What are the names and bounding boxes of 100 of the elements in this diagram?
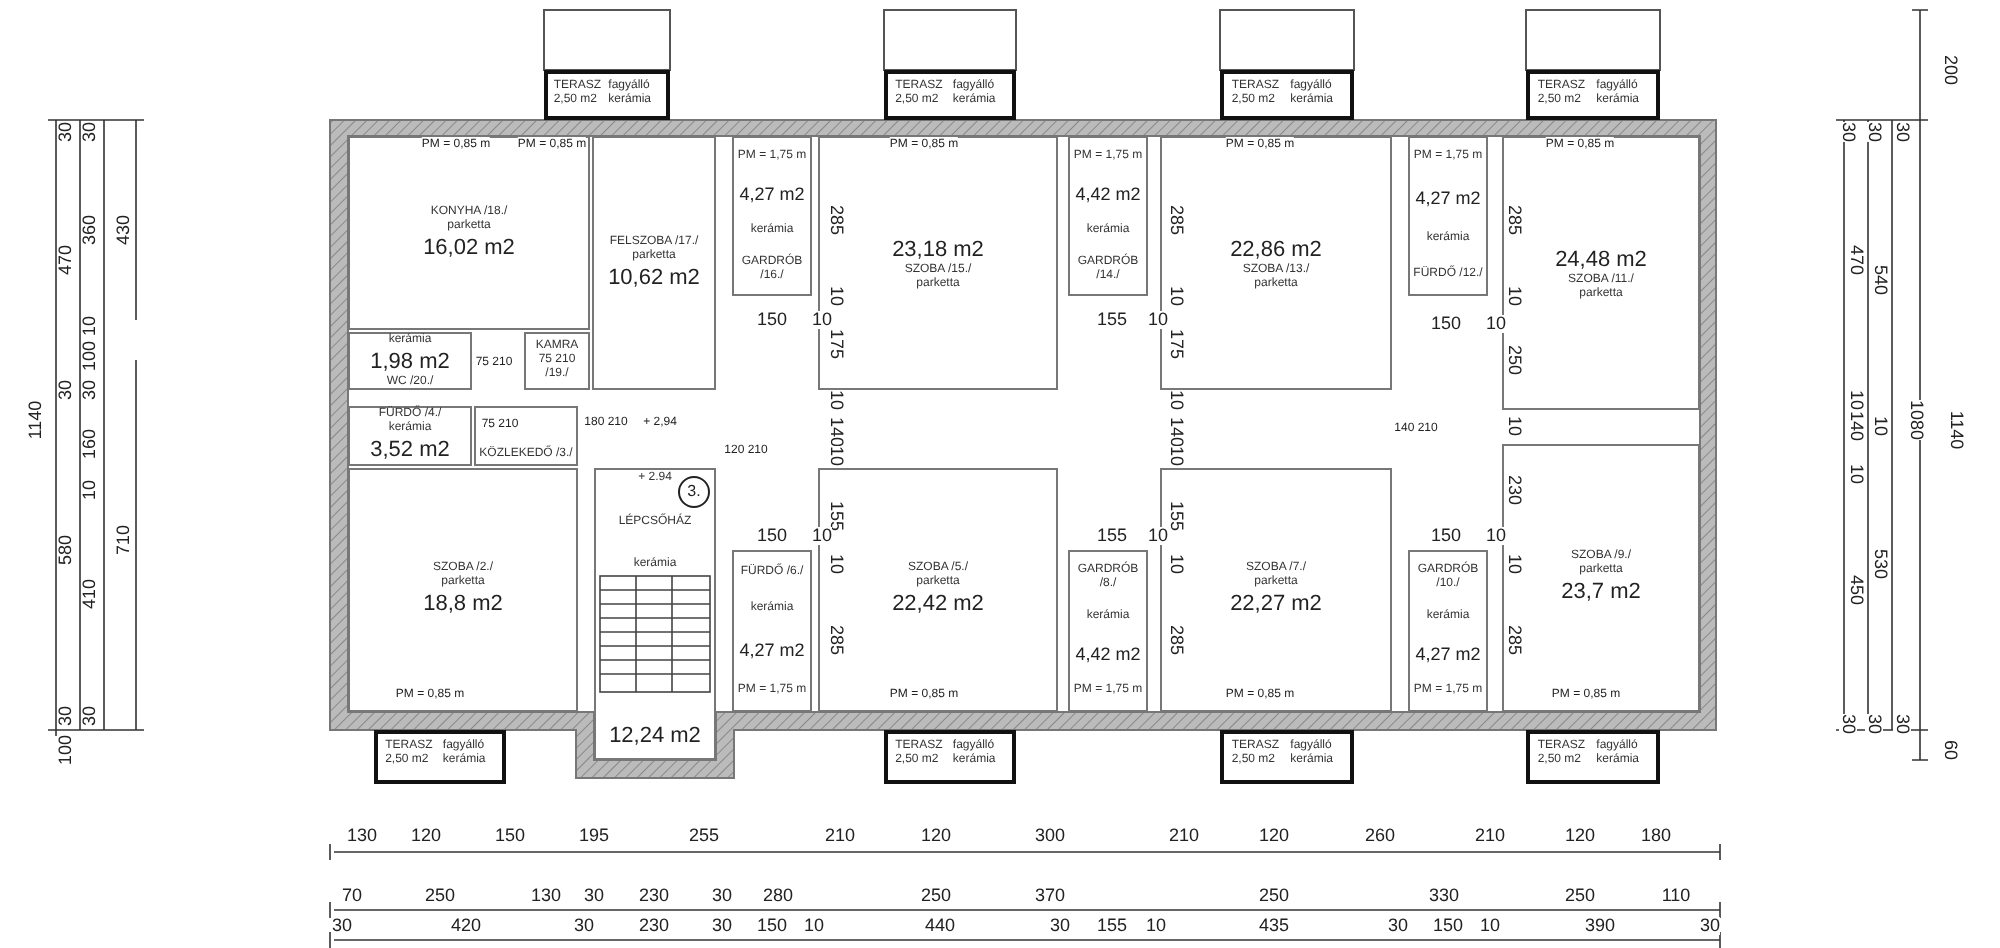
area-value: 22,86 m2 <box>1230 235 1322 263</box>
area-value: 23,7 m2 <box>1561 578 1641 606</box>
area-value: 4,27 m2 <box>739 181 805 205</box>
dimension-value: 30 <box>584 887 604 905</box>
room <box>732 550 812 712</box>
dimension-value: 285 <box>827 204 845 236</box>
dimension-value: 10 <box>1486 527 1506 545</box>
terrace <box>374 730 506 784</box>
dimension-value: 260 <box>1364 827 1396 845</box>
dimension-value: 30 <box>57 380 75 400</box>
dimension-value: 10 <box>1146 917 1166 935</box>
dimension-value: 360 <box>81 214 99 246</box>
dimension-value: 150 <box>756 527 788 545</box>
dimension-value: 30 <box>1388 917 1408 935</box>
dimension-value: 120 <box>920 827 952 845</box>
dimension-value: 150 <box>1430 315 1462 333</box>
dimension-value: 285 <box>827 624 845 656</box>
dimension-value: 30 <box>1700 917 1720 935</box>
dimension-value: 10 <box>1167 446 1185 466</box>
room <box>1408 136 1488 296</box>
area-value: 18,8 m2 <box>423 590 503 618</box>
room <box>348 406 472 466</box>
dimension-value: 30 <box>332 917 352 935</box>
dimension-value: 30 <box>1893 714 1911 734</box>
dimension-value: 200 <box>1941 54 1959 86</box>
area-value: 23,18 m2 <box>892 235 984 263</box>
room <box>1502 444 1700 712</box>
dimension-value: 710 <box>115 524 133 556</box>
dimension-value: 300 <box>1034 827 1066 845</box>
dimension-value: 120 <box>1564 827 1596 845</box>
dimension-value: 250 <box>1564 887 1596 905</box>
dimension-value: 30 <box>1839 714 1857 734</box>
dimension-value: 10 <box>812 527 832 545</box>
dimension-value: 10 <box>827 390 845 410</box>
room <box>348 136 590 330</box>
dimension-value: 250 <box>1505 344 1523 376</box>
dimension-value: 140 <box>1167 416 1185 448</box>
terrace <box>1220 730 1354 784</box>
dimension-value: 10 <box>1847 390 1865 410</box>
area-value: 4,27 m2 <box>739 637 805 661</box>
dimension-value: 150 <box>756 917 788 935</box>
dimension-value: 70 <box>342 887 362 905</box>
dimension-value: 155 <box>1167 500 1185 532</box>
dimension-value: 175 <box>1167 328 1185 360</box>
area-value: 16,02 m2 <box>423 233 515 261</box>
terrace <box>1526 730 1660 784</box>
dimension-value: 195 <box>578 827 610 845</box>
dimension-value: 1080 <box>1907 399 1925 441</box>
dimension-value: 30 <box>1893 122 1911 142</box>
area-value: 4,42 m2 <box>1075 642 1141 667</box>
room <box>474 406 578 466</box>
area-value: 1,98 m2 <box>370 347 450 375</box>
room <box>348 332 472 390</box>
dimension-value: 10 <box>1486 315 1506 333</box>
dimension-value: 10 <box>1505 554 1523 574</box>
dimension-value: 255 <box>688 827 720 845</box>
room <box>592 136 716 390</box>
callout-number: 3. <box>678 476 710 508</box>
dimension-value: 150 <box>494 827 526 845</box>
dimension-value: 420 <box>450 917 482 935</box>
area-value: 4,42 m2 <box>1075 181 1141 205</box>
dimension-value: 470 <box>1847 244 1865 276</box>
dimension-value: 440 <box>924 917 956 935</box>
area-value: 22,27 m2 <box>1230 590 1322 618</box>
dimension-value: 1140 <box>27 400 45 440</box>
dimension-value: 140 <box>827 416 845 448</box>
dimension-value: 530 <box>1871 548 1889 580</box>
dimension-value: 155 <box>1096 311 1128 329</box>
dimension-value: 540 <box>1871 264 1889 296</box>
dimension-value: 10 <box>827 554 845 574</box>
dimension-value: 10 <box>1167 390 1185 410</box>
dimension-value: 10 <box>1167 286 1185 306</box>
dimension-value: 150 <box>756 311 788 329</box>
terrace <box>544 70 670 120</box>
room <box>1068 136 1148 296</box>
room <box>1502 136 1700 410</box>
dimension-value: 285 <box>1505 624 1523 656</box>
dimension-value: 150 <box>1430 527 1462 545</box>
terrace <box>884 730 1016 784</box>
dimension-value: 10 <box>812 311 832 329</box>
dimension-value: 330 <box>1428 887 1460 905</box>
area-value: 24,48 m2 <box>1555 245 1647 273</box>
dimension-value: 230 <box>638 887 670 905</box>
dimension-value: 285 <box>1505 204 1523 236</box>
dimension-value: 435 <box>1258 917 1290 935</box>
dimension-value: 430 <box>115 214 133 246</box>
dimension-value: 155 <box>827 500 845 532</box>
room <box>1408 550 1488 712</box>
dimension-value: 30 <box>1050 917 1070 935</box>
dimension-value: 150 <box>1432 917 1464 935</box>
dimension-value: 10 <box>1167 554 1185 574</box>
dimension-value: 10 <box>827 446 845 466</box>
room <box>1068 550 1148 712</box>
dimension-value: 230 <box>638 917 670 935</box>
dimension-value: 120 <box>1258 827 1290 845</box>
dimension-value: 10 <box>81 316 99 336</box>
dimension-value: 140 <box>1847 410 1865 442</box>
terrace <box>1526 70 1660 120</box>
dimension-value: 30 <box>574 917 594 935</box>
dimension-value: 210 <box>1168 827 1200 845</box>
